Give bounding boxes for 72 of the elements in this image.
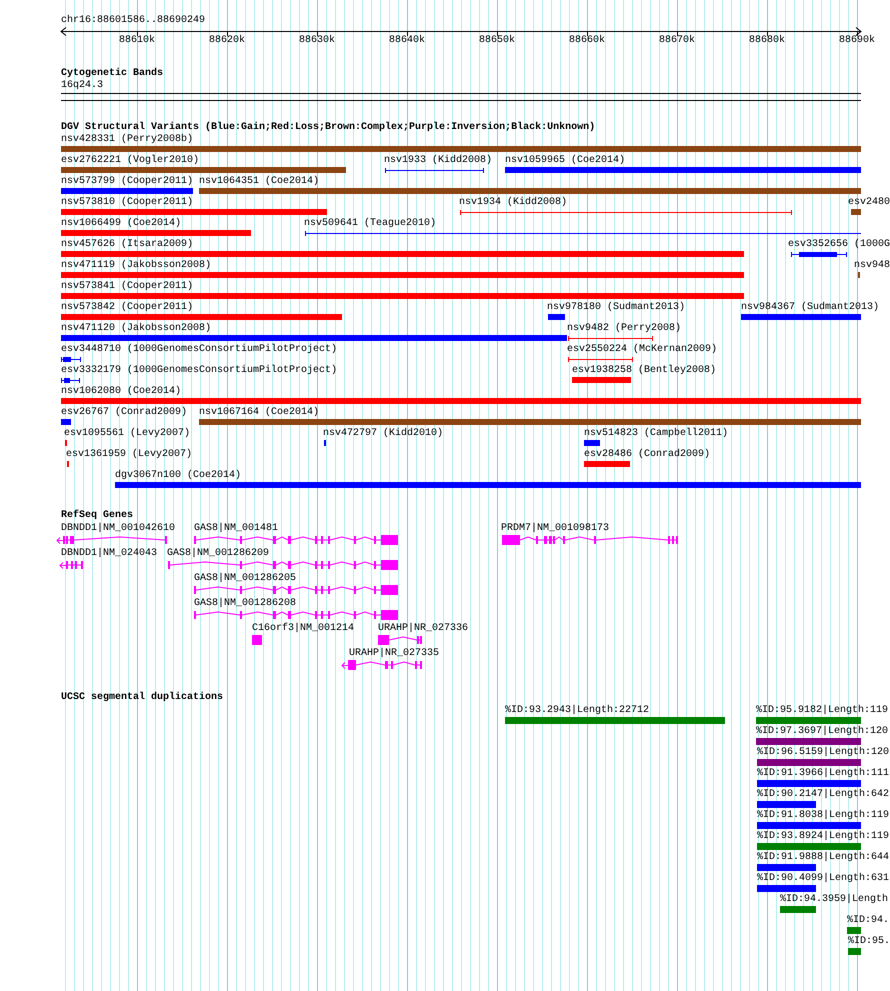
gene-label: GAS8|NM_001481: [194, 523, 278, 535]
duplication-label: %ID:91.3966|Length:111: [757, 768, 890, 780]
duplication-label: %ID:94.: [847, 915, 890, 927]
duplication-label: %ID:93.8924|Length:119: [757, 831, 890, 843]
gene-label: DBNDD1|NM_024043: [61, 548, 158, 560]
variant-label: nsv1933 (Kidd2008): [384, 155, 492, 167]
variant-label: nsv472797 (Kidd2010): [323, 428, 444, 440]
variant-label: esv26767 (Conrad2009): [61, 407, 188, 419]
tick-label: 88650k: [479, 35, 515, 47]
variant-label: nsv948: [854, 260, 890, 272]
gene-label: URAHP|NR_027335: [349, 648, 440, 660]
variant-label: esv3448710 (1000GenomesConsortiumPilotProject): [61, 344, 338, 356]
variant-label: nsv1934 (Kidd2008): [459, 197, 568, 209]
tick-label: 88690k: [839, 35, 875, 47]
variant-label: nsv9482 (Perry2008): [567, 323, 682, 335]
duplication-label: %ID:90.4099|Length:631: [757, 873, 890, 885]
duplication-label: %ID:95.: [848, 936, 890, 948]
variant-label: nsv457626 (Itsara2009): [61, 239, 194, 251]
variant-label: nsv1067164 (Coe2014): [199, 407, 320, 419]
duplication-label: %ID:97.3697|Length:120: [756, 726, 888, 738]
variant-label: esv2480: [848, 197, 890, 209]
duplication-label: %ID:95.9182|Length:119: [756, 705, 888, 717]
gene-label: GAS8|NM_001286205: [194, 573, 296, 585]
gene-label: PRDM7|NM_001098173: [501, 523, 610, 535]
variant-label: dgv3067n100 (Coe2014): [115, 470, 242, 482]
duplication-label: %ID:96.5159|Length:120: [757, 747, 890, 759]
track-title: RefSeq Genes: [61, 510, 134, 522]
gene-label: GAS8|NM_001286209: [167, 548, 270, 560]
variant-label: nsv984367 (Sudmant2013): [741, 302, 880, 314]
variant-label: nsv573841 (Cooper2011): [61, 281, 194, 293]
gene-label: C16orf3|NM_001214: [252, 623, 354, 635]
variant-label: esv1938258 (Bentley2008): [572, 365, 716, 377]
variant-label: nsv1059965 (Coe2014): [505, 155, 626, 167]
band-label: 16q24.3: [61, 80, 104, 92]
duplication-label: %ID:94.3959|Length: [780, 894, 888, 906]
duplication-label: %ID:91.8038|Length:119: [757, 810, 890, 822]
tick-label: 88660k: [569, 35, 605, 47]
duplication-label: %ID:93.2943|Length:22712: [505, 705, 650, 717]
variant-label: esv28486 (Conrad2009): [584, 449, 710, 461]
coordinate-label: chr16:88601586..88690249: [61, 15, 206, 27]
variant-label: nsv428331 (Perry2008b): [61, 134, 194, 146]
variant-label: nsv514823 (Campbell2011): [584, 428, 728, 440]
variant-label: nsv573842 (Cooper2011): [61, 302, 194, 314]
track-title: Cytogenetic Bands: [61, 68, 164, 80]
duplication-label: %ID:91.9888|Length:644: [757, 852, 890, 864]
tick-label: 88630k: [299, 35, 335, 47]
tick-label: 88680k: [749, 35, 785, 47]
variant-label: esv2550224 (McKernan2009): [567, 344, 718, 356]
tick-label: 88670k: [659, 35, 695, 47]
variant-label: nsv471119 (Jakobsson2008): [61, 260, 212, 272]
tick-label: 88610k: [119, 35, 155, 47]
tick-label: 88620k: [209, 35, 245, 47]
variant-label: esv2762221 (Vogler2010): [61, 155, 200, 167]
track-title: UCSC segmental duplications: [61, 692, 224, 704]
variant-label: nsv573799 (Cooper2011): [61, 176, 194, 188]
tick-label: 88640k: [389, 35, 425, 47]
variant-label: nsv978180 (Sudmant2013): [547, 302, 686, 314]
variant-label: nsv509641 (Teague2010): [304, 218, 436, 230]
duplication-label: %ID:90.2147|Length:642: [757, 789, 890, 801]
variant-label: esv3352656 (1000G: [788, 239, 890, 251]
variant-label: nsv573810 (Cooper2011): [61, 197, 194, 209]
variant-label: nsv1064351 (Coe2014): [199, 176, 320, 188]
variant-label: esv3332179 (1000GenomesConsortiumPilotProject): [61, 365, 338, 377]
variant-label: nsv1062080 (Coe2014): [61, 386, 182, 398]
track-title: DGV Structural Variants (Blue:Gain;Red:Loss;Brown:Complex;Purple:Inversion;Black:Unknown): [61, 122, 596, 134]
variant-label: esv1361959 (Levy2007): [66, 449, 192, 461]
gene-label: GAS8|NM_001286208: [194, 598, 296, 610]
gene-label: URAHP|NR_027336: [378, 623, 468, 635]
variant-label: nsv471120 (Jakobsson2008): [61, 323, 212, 335]
variant-label: esv1095561 (Levy2007): [64, 428, 190, 440]
variant-label: nsv1066499 (Coe2014): [61, 218, 182, 230]
gene-label: DBNDD1|NM_001042610: [61, 523, 176, 535]
